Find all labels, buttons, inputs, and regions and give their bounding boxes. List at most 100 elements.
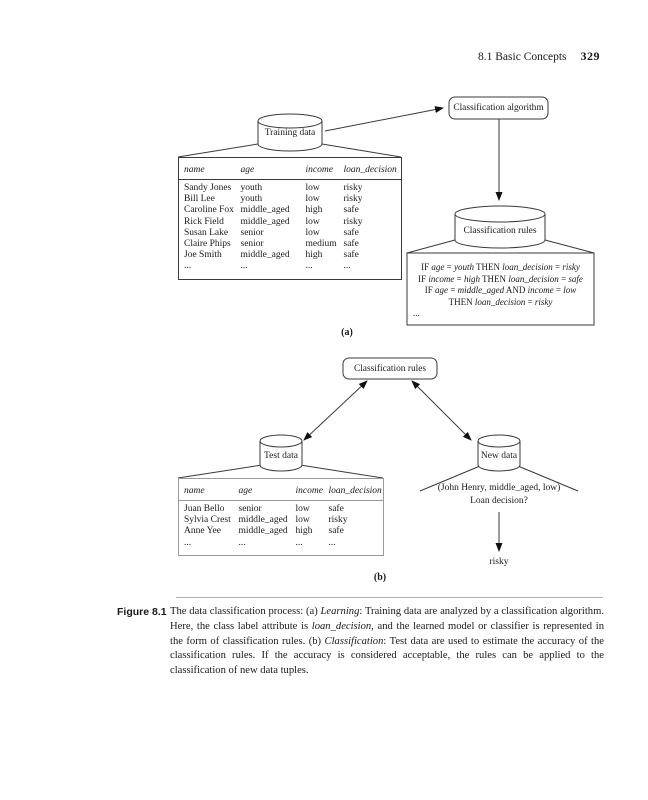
cell-loan-decision: risky — [343, 183, 363, 193]
cell-income: low — [295, 515, 310, 526]
cell-loan-decision: safe — [343, 239, 359, 250]
test-trapezoid — [177, 464, 384, 479]
cell-name: Joe Smith — [184, 250, 222, 261]
cell-loan-decision: ... — [328, 537, 336, 548]
table-row: Rick Field middle_aged low risky — [179, 217, 402, 228]
part-a-label: (a) — [341, 327, 353, 338]
cell-income: low — [305, 194, 320, 205]
cell-age: senior — [240, 239, 264, 250]
cell-age: middle_aged — [240, 250, 290, 261]
table-row: Sylvia Crest middle_aged low risky — [179, 515, 384, 526]
table-row: Juan Bello senior low safe — [179, 501, 384, 516]
cell-age: senior — [240, 227, 264, 238]
rules-trapezoid — [406, 239, 595, 254]
cell-name: Sandy Jones — [184, 183, 232, 193]
section-title: 8.1 Basic Concepts — [478, 51, 567, 63]
cell-name: Caroline Fox — [184, 205, 234, 216]
cell-income: high — [305, 250, 323, 261]
cell-name: Claire Phips — [184, 239, 231, 250]
column-header: income — [300, 157, 339, 180]
table-row: Bill Lee youth low risky — [179, 194, 402, 205]
table-row: Susan Lake senior low safe — [179, 228, 402, 239]
column-header: age — [235, 157, 301, 180]
cell-name: Susan Lake — [184, 227, 229, 238]
cell-age: middle_aged — [240, 216, 290, 227]
cell-loan-decision: risky — [328, 515, 348, 526]
new-tuple-text: (John Henry, middle_aged, low) — [437, 483, 561, 493]
cell-income: low — [305, 183, 320, 193]
table-row: ... ... ... ... — [179, 538, 384, 556]
table-row: Sandy Jones youth low risky — [179, 180, 402, 195]
cell-income: low — [305, 227, 320, 238]
new-data-label: New data — [480, 451, 518, 461]
rule-line: THEN loan_decision = risky — [448, 296, 553, 307]
cell-age: youth — [240, 194, 263, 205]
rule-line: IF income = high THEN loan_decision = sa… — [418, 273, 583, 284]
rule-line: IF age = youth THEN loan_decision = risk… — [421, 262, 580, 272]
cell-loan-decision: safe — [328, 526, 344, 537]
test-data-label: Test data — [264, 451, 298, 461]
table-row: Claire Phips senior medium safe — [179, 239, 402, 250]
classification-algorithm-label: Classification algorithm — [453, 103, 544, 113]
cell-name: Sylvia Crest — [184, 515, 231, 526]
column-header: loan_decision — [338, 157, 402, 180]
classification-rules-label: Classification rules — [463, 226, 537, 236]
cell-name: Rick Field — [184, 216, 224, 227]
cell-income: low — [295, 504, 310, 514]
cell-income: low — [305, 216, 320, 227]
table-row: ... ... ... ... — [179, 261, 402, 279]
classification-rules-text: IF age = youth THEN loan_decision = risk… — [407, 262, 594, 320]
cell-loan-decision: ... — [343, 261, 351, 272]
cell-loan-decision: safe — [343, 227, 359, 238]
part-b-label: (b) — [373, 572, 387, 583]
column-header: name — [178, 478, 234, 501]
cell-age: middle_aged — [238, 515, 288, 526]
cell-loan-decision: safe — [343, 205, 359, 216]
cell-age: ... — [240, 261, 248, 272]
rule-line: ... — [413, 308, 420, 319]
column-header: age — [233, 478, 291, 501]
cell-name: Bill Lee — [184, 194, 215, 205]
cell-loan-decision: safe — [343, 250, 359, 261]
cell-age: youth — [240, 183, 263, 193]
column-header: name — [178, 157, 236, 180]
cell-age: senior — [238, 504, 262, 514]
cell-name: Anne Yee — [184, 526, 221, 537]
table-row: Joe Smith middle_aged high safe — [179, 250, 402, 261]
cell-loan-decision: risky — [343, 194, 363, 205]
table-row: Caroline Fox middle_aged high safe — [179, 205, 402, 216]
loan-decision-question: Loan decision? — [470, 496, 528, 506]
table-row: Anne Yee middle_aged high safe — [179, 526, 384, 537]
training-data-label: Training data — [264, 128, 316, 138]
column-header: income — [290, 478, 324, 501]
cell-loan-decision: safe — [328, 504, 344, 514]
cell-loan-decision: risky — [343, 216, 363, 227]
arrow-training-to-algorithm — [324, 106, 444, 132]
rule-line: IF age = middle_aged AND income = low — [424, 285, 577, 296]
training-trapezoid — [177, 143, 402, 158]
caption-divider — [176, 597, 603, 598]
cell-name: Juan Bello — [184, 504, 225, 514]
figure-caption: The data classification process: (a) Lea… — [170, 606, 604, 677]
new-data-tuple: (John Henry, middle_aged, low) Loan deci… — [399, 482, 599, 508]
cell-age: middle_aged — [240, 205, 290, 216]
cell-name: ... — [184, 261, 192, 272]
cell-income: high — [305, 205, 323, 216]
cell-name: ... — [184, 537, 192, 548]
column-header: loan_decision — [323, 478, 384, 501]
cell-income: ... — [305, 261, 313, 272]
figure-number: Figure 8.1 — [117, 606, 167, 618]
rules-box-b-label: Classification rules — [353, 363, 427, 374]
page-header: 8.1 Basic Concepts 329 — [330, 49, 600, 64]
page-number: 329 — [580, 49, 600, 63]
arrow-test-to-rules — [303, 380, 368, 441]
cell-age: middle_aged — [238, 526, 288, 537]
cell-income: ... — [295, 537, 303, 548]
cell-age: ... — [238, 537, 246, 548]
cell-income: high — [295, 526, 313, 537]
arrow-new-to-rules — [411, 380, 472, 441]
